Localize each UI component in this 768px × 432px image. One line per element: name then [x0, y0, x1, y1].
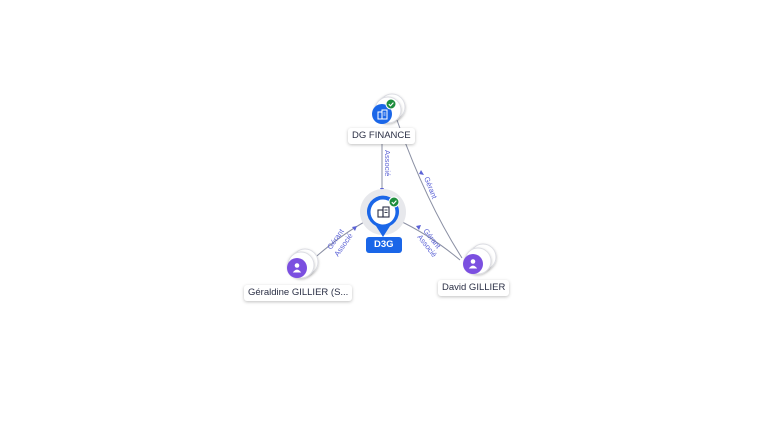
node-label-geraldine-gillier[interactable]: Géraldine GILLIER (S... [244, 285, 353, 301]
node-label-dg-finance[interactable]: DG FINANCE [348, 128, 415, 144]
check-badge-icon [388, 196, 400, 208]
node-label-david-gillier[interactable]: David GILLIER [438, 280, 510, 296]
edge-label-associe: Associé [383, 150, 392, 176]
edge-arrow [416, 225, 421, 230]
building-icon [377, 109, 388, 120]
node-david-gillier[interactable] [463, 243, 497, 275]
node-geraldine-gillier[interactable] [287, 248, 319, 279]
check-badge-icon [385, 98, 397, 110]
edge-arrow [419, 170, 424, 175]
building-icon [377, 206, 390, 218]
node-d3g[interactable] [360, 189, 406, 237]
edge-david-d3g[interactable] [397, 219, 461, 261]
person-icon [468, 259, 478, 269]
edge-arrow [352, 226, 357, 231]
node-dg-finance[interactable] [372, 93, 406, 124]
person-icon [292, 263, 302, 273]
node-label-d3g[interactable]: D3G [366, 237, 402, 253]
